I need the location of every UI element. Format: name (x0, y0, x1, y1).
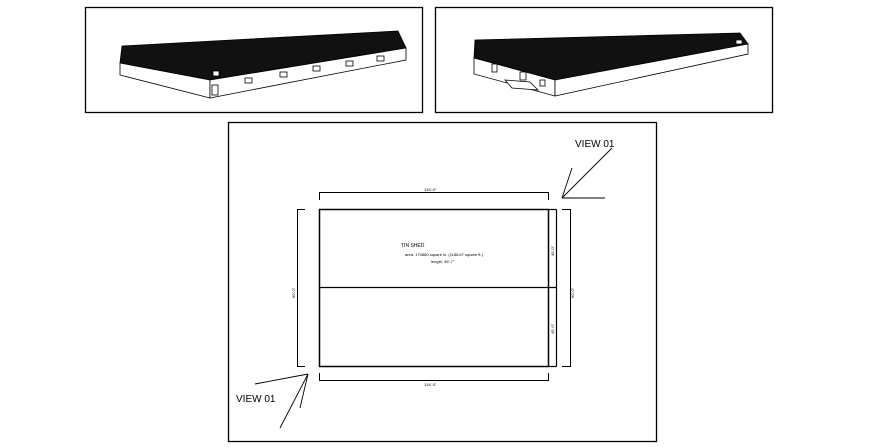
perspective-view-right (434, 6, 774, 114)
dimension-left (297, 209, 305, 367)
dim-right-inner-bottom-label: 45'-0" (550, 323, 555, 334)
building-right (473, 32, 749, 97)
dimension-bottom (319, 373, 549, 381)
dim-right-inner-top-label: 45'-0" (550, 245, 555, 256)
perspective-view-left (84, 6, 424, 114)
view-arrow-bottom-left (254, 373, 309, 429)
plan-title: TIN SHED (401, 243, 425, 249)
plan-frame (227, 121, 658, 443)
view-frame-left (84, 6, 424, 114)
dim-left-label: 60'-0" (291, 287, 296, 298)
dim-bottom-label: 134'-0" (424, 382, 437, 387)
dim-right-label: 60'-0" (570, 287, 575, 298)
building-left (119, 30, 407, 99)
view-label-bottom-left: VIEW 01 (236, 394, 276, 405)
plan-area: area: 170880 square in. (1186.67 square … (405, 252, 484, 257)
dimension-top (319, 192, 549, 200)
plan-view (227, 121, 658, 443)
view-frame-right (434, 6, 774, 114)
dim-top-label: 134'-0" (424, 187, 437, 192)
dimension-right (562, 209, 571, 367)
view-label-top-right: VIEW 01 (575, 139, 615, 150)
view-arrow-top-right (561, 147, 613, 199)
plan-length: length: 45'-7" (431, 259, 455, 264)
